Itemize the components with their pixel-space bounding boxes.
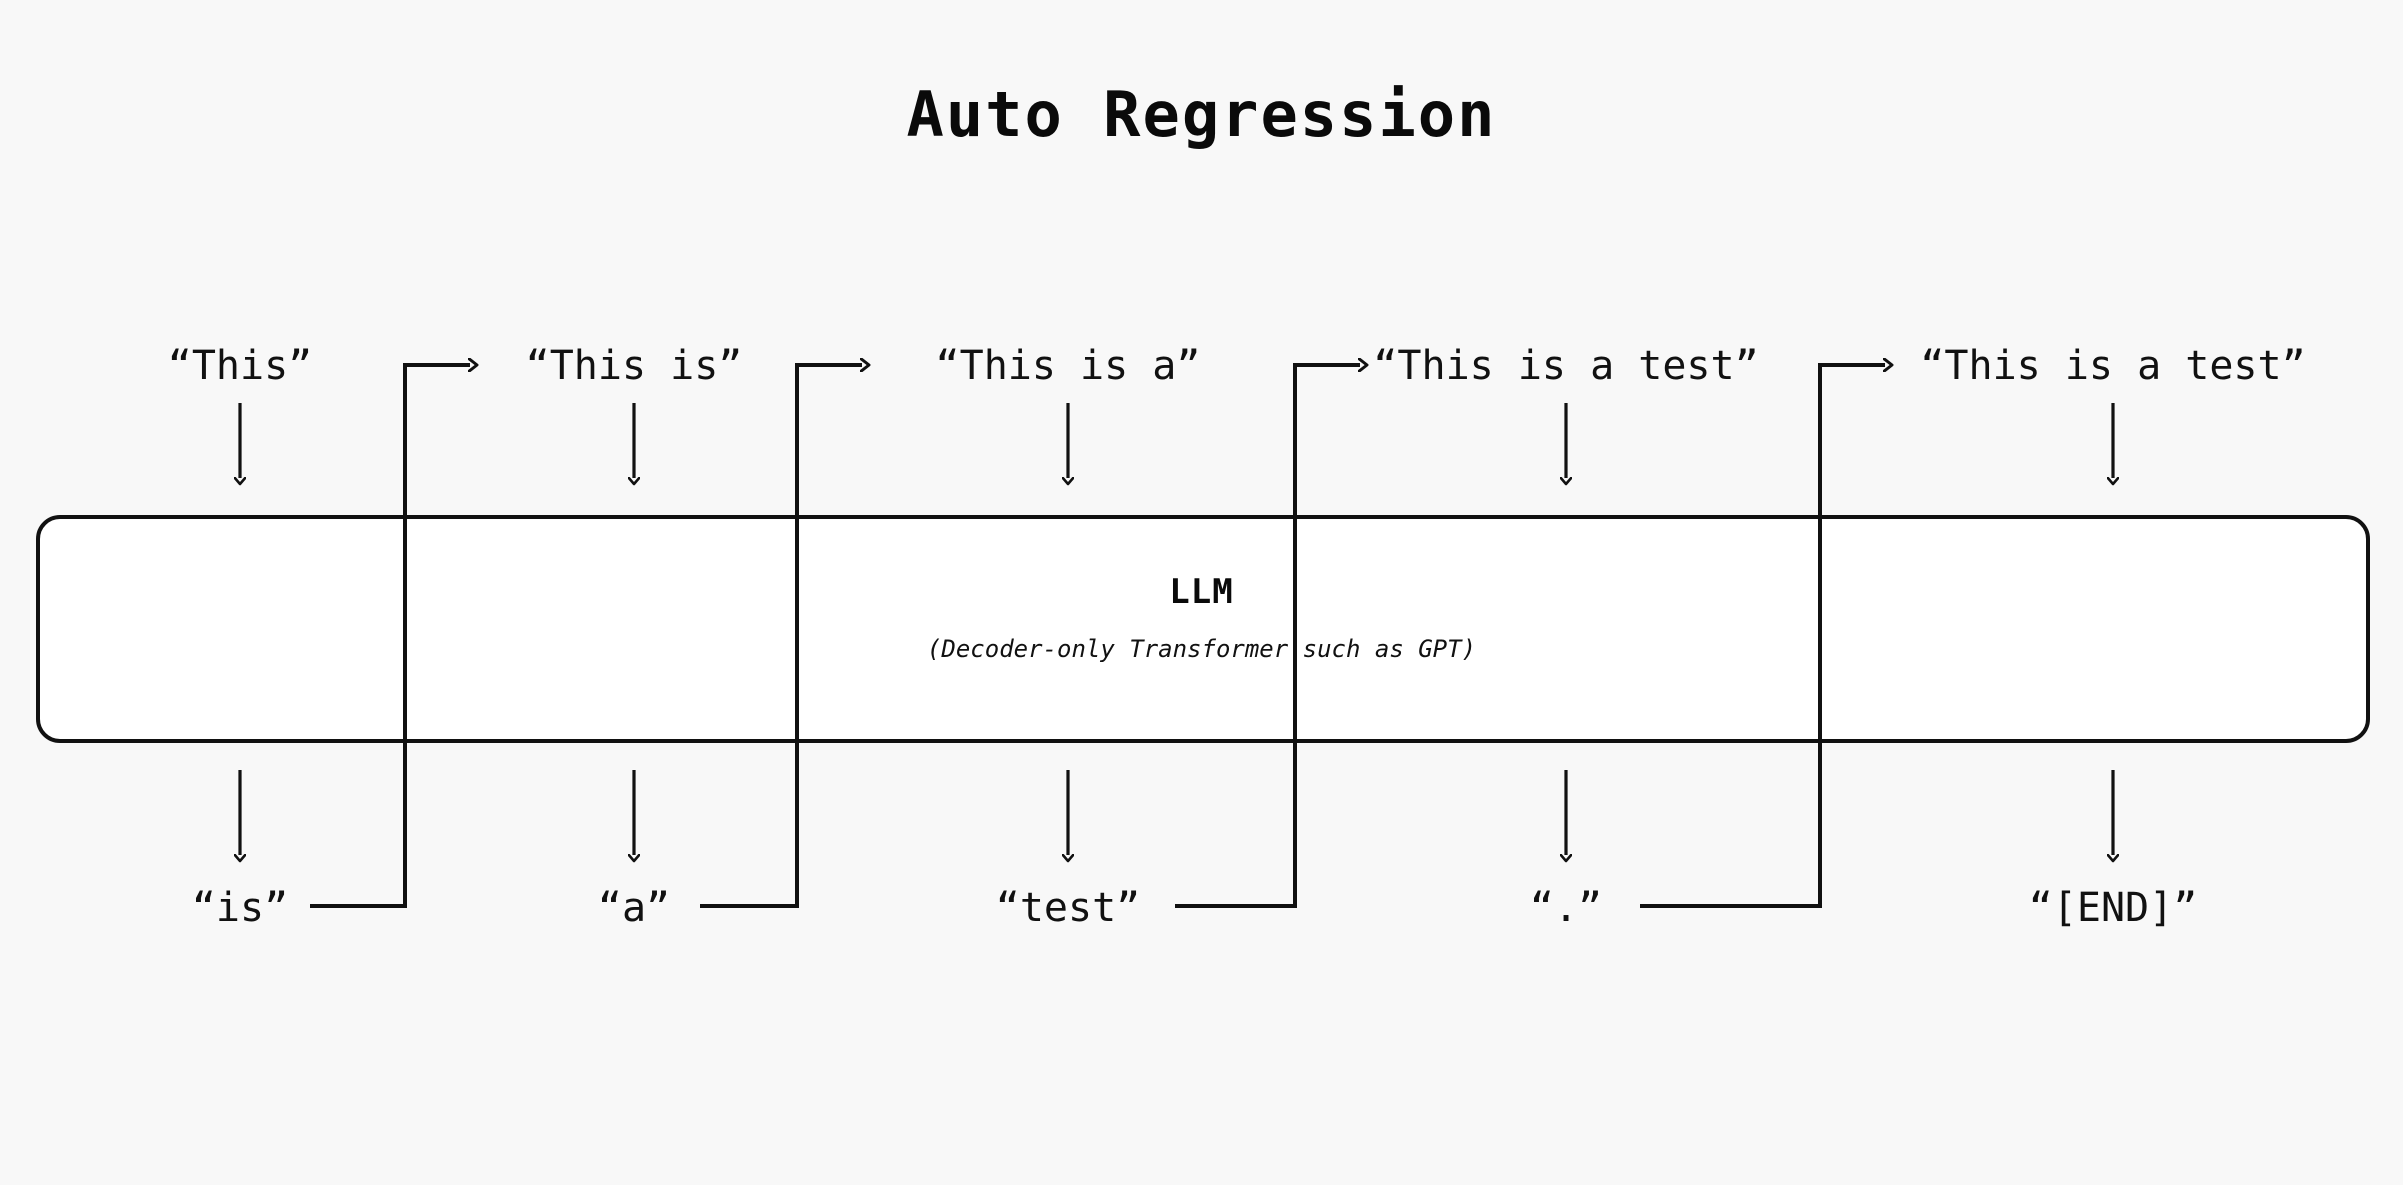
feedback-route-1: [310, 365, 470, 908]
step-input-label-1: “This”: [167, 343, 313, 389]
step-input-label-5: “This is a test”: [1920, 343, 2306, 389]
step-output-label-4: “.”: [1529, 885, 1603, 931]
step-output-label-5: “[END]”: [2028, 885, 2198, 931]
feedback-route-3: [1175, 365, 1360, 908]
step-output-label-2: “a”: [597, 885, 671, 931]
feedback-route-4: [1640, 365, 1885, 908]
step-input-label-3: “This is a”: [935, 343, 1201, 389]
step-input-label-2: “This is”: [525, 343, 743, 389]
step-input-label-4: “This is a test”: [1373, 343, 1759, 389]
step-output-label-1: “is”: [191, 885, 289, 931]
page-title: Auto Regression: [906, 78, 1497, 151]
llm-box-subtitle: (Decoder-only Transformer such as GPT): [926, 635, 1477, 663]
llm-box: [36, 515, 2370, 743]
step-output-label-3: “test”: [995, 885, 1141, 931]
llm-box-title: LLM: [1169, 572, 1234, 612]
feedback-route-2: [700, 365, 862, 908]
